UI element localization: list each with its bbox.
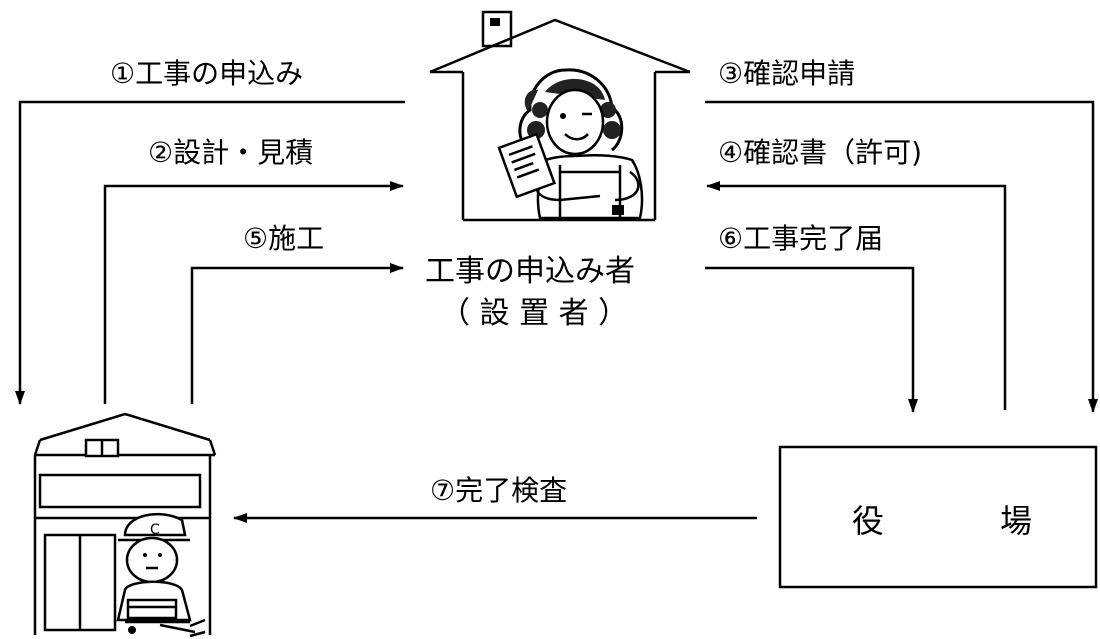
step6-label: ⑥工事完了届 xyxy=(718,222,883,255)
office-label-char1: 役 xyxy=(852,502,884,540)
arrow-step1 xyxy=(15,100,405,405)
applicant-label: 工事の申込み者 xyxy=(425,254,635,289)
arrow-step5 xyxy=(190,263,404,404)
step4-label: ④確認書（許可) xyxy=(718,136,922,169)
house-roof xyxy=(429,18,691,74)
step1-label: ①工事の申込み xyxy=(110,57,303,90)
government-office-box xyxy=(778,445,1098,589)
arrow-step2 xyxy=(103,181,404,404)
arrow-step4 xyxy=(706,181,1007,410)
step7-label: ⑦完了検査 xyxy=(430,474,567,507)
flow-arrows xyxy=(15,100,1098,523)
step3-label: ③確認申請 xyxy=(718,57,855,90)
arrow-step6 xyxy=(705,266,918,413)
step5-label: ⑤施工 xyxy=(243,222,324,255)
contractor-building-illustration: C xyxy=(33,412,217,638)
applicant-sublabel: （ 設 置 者 ） xyxy=(440,296,628,331)
step2-label: ②設計・見積 xyxy=(148,136,313,169)
applicant-house-illustration xyxy=(429,10,691,222)
office-label-char2: 場 xyxy=(1000,502,1032,540)
chimney xyxy=(481,10,513,48)
arrow-step3 xyxy=(705,100,1098,413)
svg-text:C: C xyxy=(150,522,160,538)
